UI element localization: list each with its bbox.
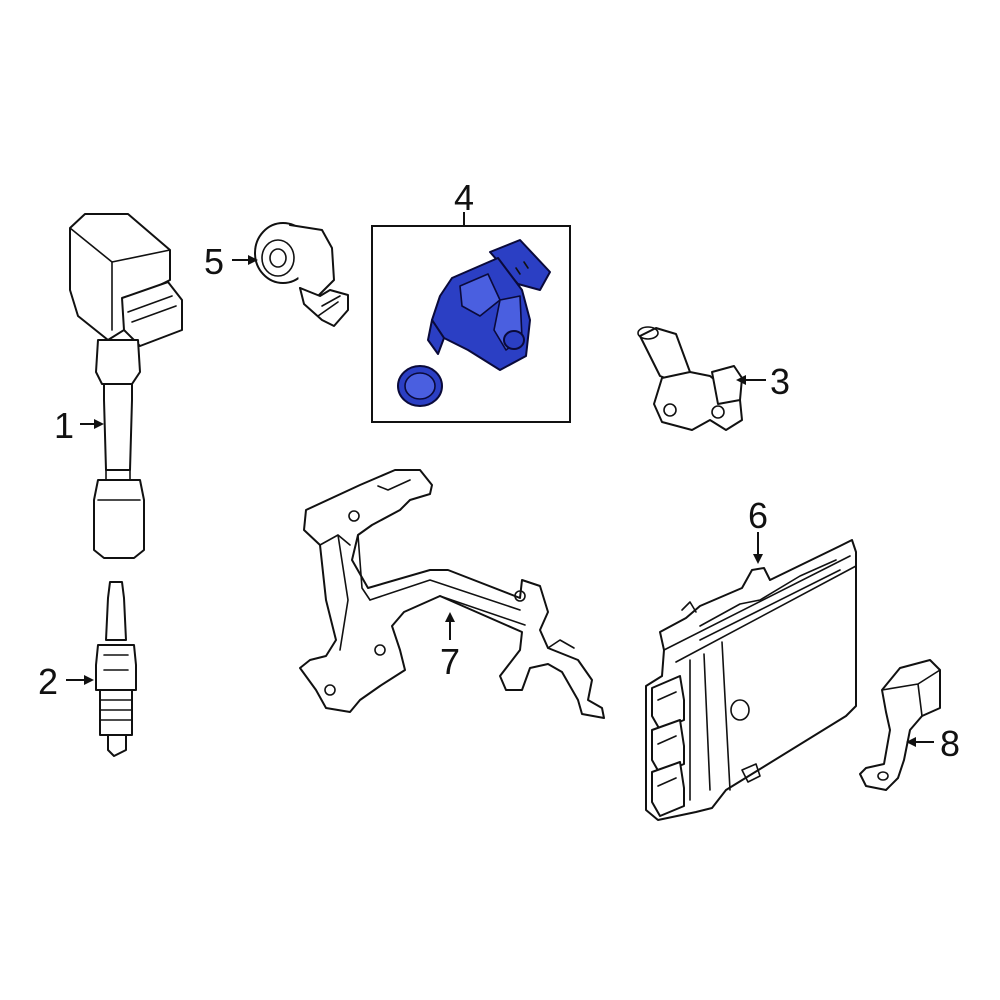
callout-7: 7 bbox=[440, 641, 460, 682]
part-o-ring-seal[interactable] bbox=[397, 365, 443, 407]
callout-1: 1 bbox=[54, 405, 74, 446]
callout-5: 5 bbox=[204, 241, 224, 282]
callout-6: 6 bbox=[748, 495, 768, 536]
callout-3: 3 bbox=[770, 361, 790, 402]
part-knock-sensor[interactable] bbox=[254, 222, 349, 327]
part-camshaft-sensor-highlighted[interactable] bbox=[427, 239, 551, 371]
part-crank-sensor[interactable] bbox=[637, 326, 743, 431]
callout-2: 2 bbox=[38, 661, 58, 702]
part-ignition-coil[interactable] bbox=[69, 213, 183, 559]
leader-lines bbox=[66, 212, 934, 747]
callout-8: 8 bbox=[940, 723, 960, 764]
callout-4: 4 bbox=[454, 177, 474, 218]
part-ecm[interactable] bbox=[645, 539, 857, 821]
part-small-bracket[interactable] bbox=[859, 659, 941, 791]
part-ecm-bracket[interactable] bbox=[299, 469, 605, 719]
part-4-frame bbox=[371, 225, 571, 423]
part-spark-plug[interactable] bbox=[95, 581, 137, 757]
